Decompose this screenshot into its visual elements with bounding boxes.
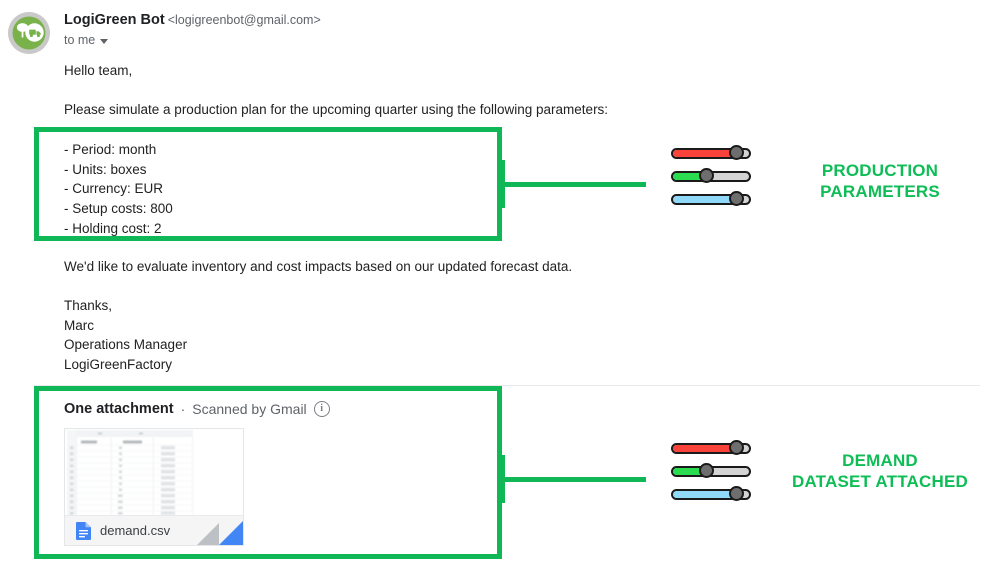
slider-knob[interactable]	[699, 168, 714, 183]
slider-knob[interactable]	[729, 440, 744, 455]
spreadsheet-thumbnail-icon	[67, 430, 193, 516]
attachment-card[interactable]: demand.csv	[64, 428, 244, 546]
sender-email: <logigreenbot@gmail.com>	[167, 13, 321, 27]
recipient-row[interactable]: to me	[64, 33, 109, 47]
signature-line: Marc	[64, 317, 94, 333]
attachment-count-label: One attachment	[64, 401, 174, 417]
parameter-item: - Period: month	[64, 142, 157, 157]
avatar	[8, 12, 50, 54]
slider-knob[interactable]	[699, 463, 714, 478]
logigreen-logo-icon	[8, 12, 50, 54]
fold-corner-icon	[219, 519, 243, 545]
email-header: LogiGreen Bot<logigreenbot@gmail.com> to…	[0, 0, 640, 56]
slider-knob[interactable]	[729, 191, 744, 206]
slider-icon-group-parameters	[671, 145, 753, 214]
attachment-file-chip[interactable]: demand.csv	[65, 515, 243, 545]
attachment-filename: demand.csv	[100, 523, 171, 538]
slider-fill	[673, 150, 733, 157]
parameter-item: - Currency: EUR	[64, 181, 164, 197]
annotation-label-line1: PRODUCTION	[821, 161, 939, 180]
slider-icon-group-attachment	[671, 440, 753, 509]
attachment-highlight-box	[34, 386, 502, 559]
attachment-separator: ·	[180, 401, 186, 417]
slider-track[interactable]	[671, 443, 751, 454]
parameters-highlight-box	[34, 127, 502, 241]
recipient-label: to me	[64, 33, 96, 47]
document-file-icon	[76, 521, 91, 540]
sender-name: LogiGreen Bot	[64, 12, 165, 28]
parameter-item: - Units: boxes	[64, 161, 147, 177]
annotation-label-line2: PARAMETERS	[820, 182, 940, 201]
connector-horizontal-bar	[500, 182, 646, 187]
sender-line: LogiGreen Bot<logigreenbot@gmail.com>	[64, 11, 321, 29]
annotation-label-line1: DEMAND	[842, 451, 918, 470]
attachment-divider	[34, 385, 980, 386]
parameter-item: - Setup costs: 800	[64, 201, 173, 217]
fold-shadow-icon	[197, 523, 219, 545]
slider-row-red[interactable]	[671, 145, 753, 161]
slider-fill	[673, 445, 733, 452]
attachment-header: One attachment · Scanned by Gmail i	[64, 401, 330, 417]
parameter-item: - Holding cost: 2	[64, 220, 162, 236]
scanned-by-gmail-label: Scanned by Gmail	[192, 401, 307, 417]
slider-knob[interactable]	[729, 145, 744, 160]
email-greeting: Hello team,	[64, 63, 133, 78]
info-icon[interactable]: i	[313, 401, 330, 417]
annotation-label-production-parameters: PRODUCTION PARAMETERS	[760, 160, 1000, 202]
slider-knob[interactable]	[729, 486, 744, 501]
production-parameters-list: - Period: month - Units: boxes - Currenc…	[64, 140, 173, 239]
signature-line: LogiGreenFactory	[64, 356, 173, 372]
attachment-preview[interactable]	[65, 429, 243, 517]
annotation-label-line2: DATASET ATTACHED	[791, 472, 968, 491]
slider-row-blue[interactable]	[671, 191, 753, 207]
email-evaluate-paragraph: We'd like to evaluate inventory and cost…	[64, 259, 573, 274]
annotation-label-demand-dataset: DEMAND DATASET ATTACHED	[760, 450, 1000, 492]
slider-row-green[interactable]	[671, 463, 753, 479]
slider-track[interactable]	[671, 489, 751, 500]
slider-track[interactable]	[671, 148, 751, 159]
slider-row-blue[interactable]	[671, 486, 753, 502]
slider-row-red[interactable]	[671, 440, 753, 456]
email-signature: Thanks, Marc Operations Manager LogiGree…	[64, 296, 187, 374]
slider-fill	[673, 196, 733, 203]
slider-fill	[673, 173, 705, 180]
signature-line: Thanks,	[64, 298, 113, 313]
email-intro-paragraph: Please simulate a production plan for th…	[64, 102, 609, 117]
signature-line: Operations Manager	[64, 337, 188, 352]
slider-fill	[673, 491, 733, 498]
connector-horizontal-bar	[500, 477, 646, 482]
chevron-down-icon[interactable]	[100, 38, 109, 44]
slider-track[interactable]	[671, 194, 751, 205]
slider-fill	[673, 468, 705, 475]
slider-row-green[interactable]	[671, 168, 753, 184]
